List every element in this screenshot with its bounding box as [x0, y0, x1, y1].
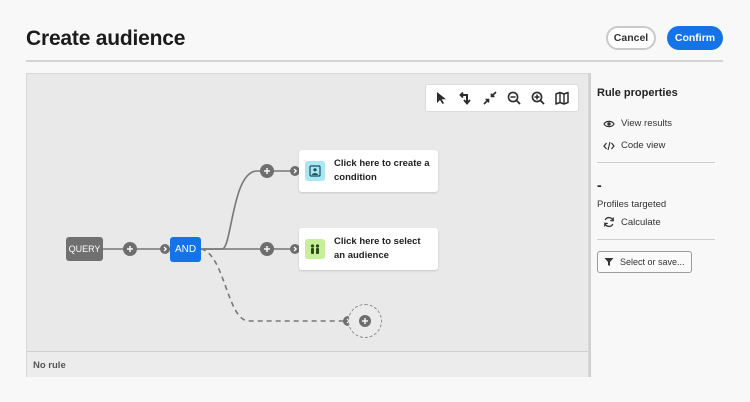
zoom-out-icon[interactable]: [504, 88, 524, 108]
confirm-button[interactable]: Confirm: [667, 26, 723, 50]
panel-divider-1: [597, 162, 715, 163]
profiles-count: -: [597, 177, 602, 193]
connector-arrow-icon: [160, 244, 170, 254]
select-audience-card[interactable]: Click here to select an audience: [299, 228, 438, 270]
query-node[interactable]: QUERY: [66, 237, 103, 261]
connector-arrow-icon: [290, 244, 300, 254]
select-pointer-icon[interactable]: [432, 88, 452, 108]
eye-icon: [603, 120, 615, 127]
plus-icon: [127, 246, 133, 252]
add-audience-button[interactable]: [260, 242, 274, 256]
panel-title: Rule properties: [597, 87, 678, 99]
condition-icon: [305, 161, 325, 181]
calculate-label: Calculate: [621, 216, 661, 228]
filter-icon: [604, 258, 614, 266]
select-audience-label: Click here to select an audience: [334, 236, 421, 261]
canvas-footer: No rule: [27, 351, 588, 377]
rule-edges: [103, 170, 349, 322]
code-view-label: Code view: [621, 140, 666, 151]
connector-arrow-icon: [290, 166, 300, 176]
audience-icon: [305, 239, 325, 259]
add-condition-button[interactable]: [260, 164, 274, 178]
view-results-label: View results: [621, 118, 673, 129]
reroute-icon[interactable]: [456, 88, 476, 108]
map-icon[interactable]: [552, 88, 572, 108]
profiles-targeted-label: Profiles targeted: [597, 199, 667, 210]
create-condition-label: Click here to create a condition: [334, 158, 430, 183]
code-view-link[interactable]: Code view: [603, 140, 665, 151]
collapse-icon[interactable]: [480, 88, 500, 108]
add-node-button[interactable]: [123, 242, 137, 256]
canvas-toolbar: [425, 84, 579, 112]
create-condition-card[interactable]: Click here to create a condition: [299, 150, 438, 192]
view-results-link[interactable]: View results: [603, 118, 672, 129]
and-operator-node[interactable]: AND: [170, 237, 201, 262]
refresh-icon: [604, 216, 614, 228]
plus-icon: [264, 246, 270, 252]
plus-icon: [359, 315, 371, 327]
select-or-save-label: Select or save...: [620, 257, 685, 267]
plus-icon: [264, 168, 270, 174]
select-or-save-button[interactable]: Select or save...: [597, 251, 692, 273]
code-icon: [603, 141, 615, 150]
cancel-button[interactable]: Cancel: [606, 26, 656, 50]
rule-canvas[interactable]: QUERY AND Click here to create a conditi…: [26, 73, 589, 377]
zoom-in-icon[interactable]: [528, 88, 548, 108]
add-branch-node[interactable]: [348, 304, 382, 338]
page-title: Create audience: [26, 27, 186, 50]
header-divider: [26, 60, 723, 62]
panel-divider-2: [597, 239, 715, 240]
rule-status-text: No rule: [33, 360, 66, 371]
rule-properties-panel: Rule properties View results Code view -…: [591, 73, 750, 377]
calculate-button[interactable]: Calculate: [603, 216, 661, 228]
panel-divider: [589, 73, 591, 377]
